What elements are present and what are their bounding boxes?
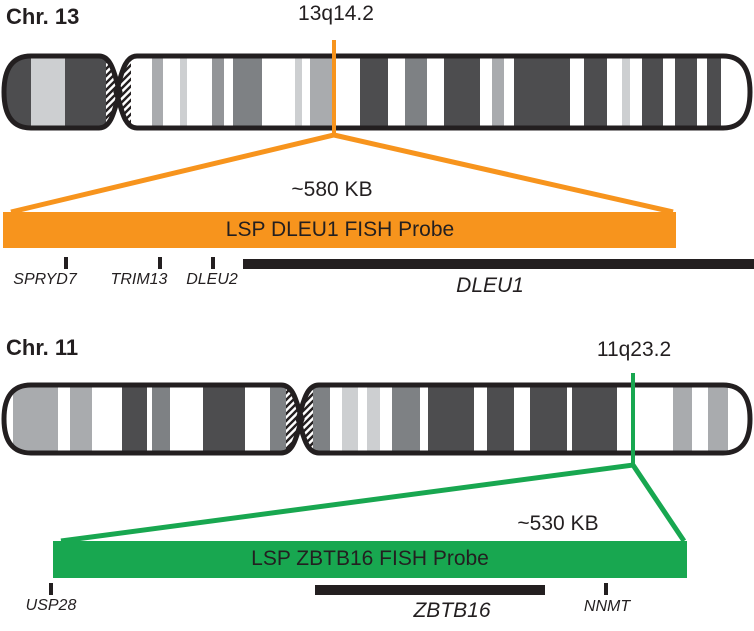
chromosome-band <box>708 385 728 453</box>
chromosome-band <box>428 385 474 453</box>
chr13-zoom-funnel <box>10 132 674 215</box>
chromosome-band <box>270 385 286 453</box>
cytoband-label-11q23-2: 11q23.2 <box>596 338 672 361</box>
chromosome-11-title: Chr. 11 <box>6 335 79 360</box>
gene-label-dleu2: DLEU2 <box>186 271 238 288</box>
chromosome-band <box>492 56 504 128</box>
gene-label-zbtb16: ZBTB16 <box>413 599 491 622</box>
chromosome-band <box>360 56 388 128</box>
gene-tick-trim13 <box>158 257 162 269</box>
chromosome-band <box>65 56 106 128</box>
chromosome-band <box>13 385 58 453</box>
chr11-outline-p-arm <box>1 382 305 456</box>
probe-size-label-580kb: ~580 KB <box>291 178 373 201</box>
probe-name-zbtb16: LSP ZBTB16 FISH Probe <box>251 547 489 570</box>
chromosome-band <box>122 385 147 453</box>
gene-label-dleu1: DLEU1 <box>456 274 524 297</box>
chromosome-band <box>212 56 224 128</box>
chromosome-band <box>584 56 607 128</box>
gene-bar-dleu1 <box>243 259 754 269</box>
chr11-ideogram <box>4 385 750 453</box>
chromosome-band <box>444 56 480 128</box>
chromosome-band <box>405 56 427 128</box>
chr11-outline-q-arm <box>295 382 753 456</box>
chromosome-band <box>673 385 692 453</box>
chromosome-band <box>572 385 617 453</box>
chromosome-band <box>70 385 92 453</box>
chromosome-band <box>152 56 163 128</box>
chromosome-13-title: Chr. 13 <box>6 4 80 29</box>
chr11-zoom-funnel <box>60 462 687 544</box>
chromosome-band <box>514 56 570 128</box>
chromosome-band <box>313 385 330 453</box>
gene-tick-usp28 <box>49 583 53 595</box>
chr11-probe-box <box>53 541 687 578</box>
chr13-probe-box <box>3 212 676 248</box>
chromosome-band <box>152 385 170 453</box>
chromosome-band <box>203 385 245 453</box>
chromosome-band <box>310 56 333 128</box>
gene-label-nnmt: NNMT <box>583 598 631 615</box>
gene-label-usp28: USP28 <box>25 597 77 614</box>
probe-size-label-530kb: ~530 KB <box>517 512 599 535</box>
chromosome-band <box>233 56 262 128</box>
gene-tick-dleu2 <box>211 257 215 269</box>
chromosome-band <box>367 385 380 453</box>
probe-name-dleu1: LSP DLEU1 FISH Probe <box>225 218 455 241</box>
cytoband-label-13q14-2: 13q14.2 <box>298 2 374 25</box>
chromosome-band <box>622 56 630 128</box>
chromosome-band <box>342 385 358 453</box>
chromosome-band <box>707 56 721 128</box>
chromosome-band <box>180 56 187 128</box>
chr13-outline-p-arm <box>1 53 123 131</box>
chromosome-band <box>642 56 663 128</box>
chromosome-band <box>31 56 65 128</box>
chromosome-band <box>487 385 514 453</box>
gene-label-spryd7: SPRYD7 <box>13 271 77 288</box>
gene-bar-zbtb16 <box>315 585 545 595</box>
chromosome-band <box>675 56 697 128</box>
chromosome-band <box>295 56 302 128</box>
gene-label-trim13: TRIM13 <box>110 271 168 288</box>
chromosome-band <box>392 385 420 453</box>
gene-tick-spryd7 <box>64 257 68 269</box>
gene-tick-nnmt <box>604 583 608 595</box>
chr13-outline-q-arm <box>113 53 753 131</box>
chromosome-band <box>530 385 567 453</box>
